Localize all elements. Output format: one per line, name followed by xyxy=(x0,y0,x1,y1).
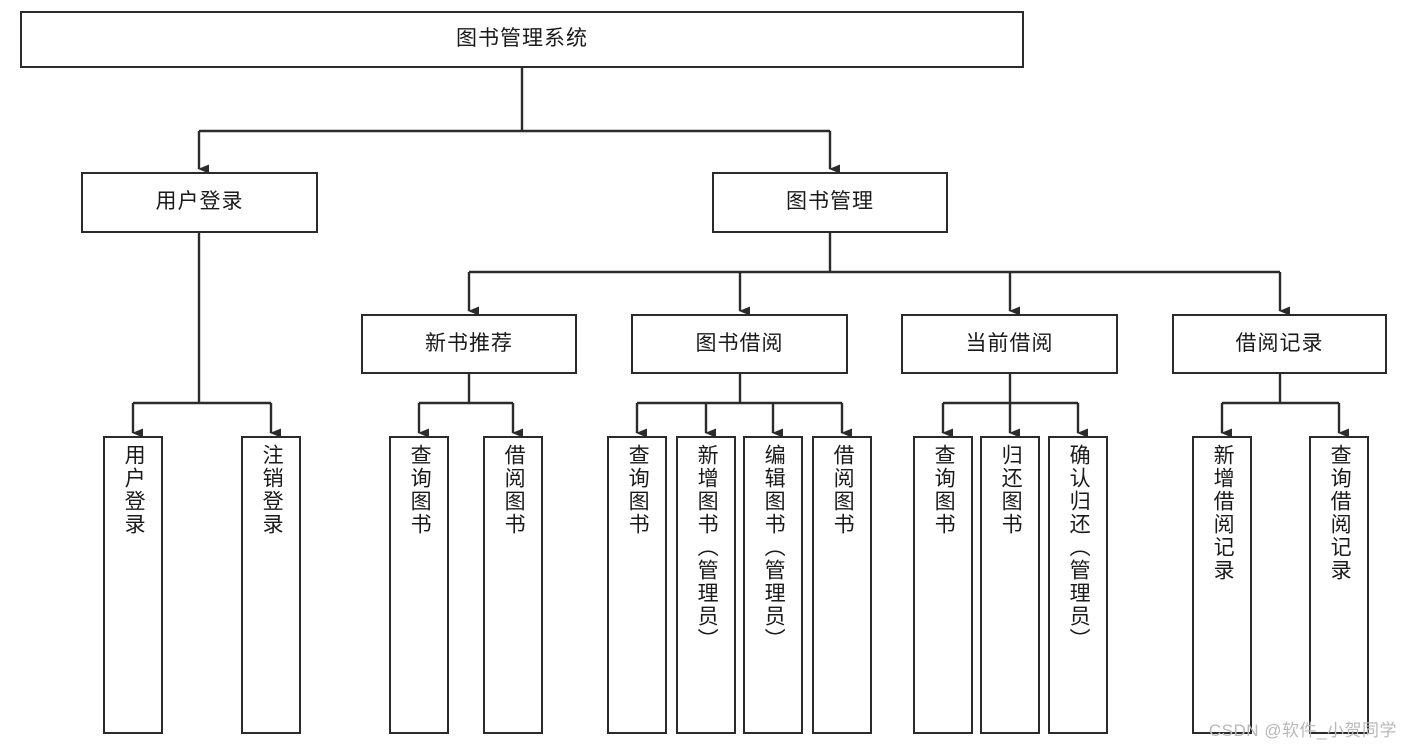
node-leaf-query-book-1[interactable]: 查询图书 xyxy=(389,436,449,734)
node-borrow-record-label: 借阅记录 xyxy=(1235,331,1324,355)
node-leaf-query-book-2-label: 查询图书 xyxy=(626,444,650,536)
node-book-borrow-label: 图书借阅 xyxy=(695,331,784,355)
node-leaf-logout-label: 注销登录 xyxy=(260,444,284,536)
node-leaf-user-login[interactable]: 用户登录 xyxy=(103,436,163,734)
node-root[interactable]: 图书管理系统 xyxy=(20,11,1024,68)
node-leaf-logout[interactable]: 注销登录 xyxy=(241,436,301,734)
node-leaf-edit-book[interactable]: 编辑图书（管理员） xyxy=(743,436,803,734)
node-leaf-borrow-book-1-label: 借阅图书 xyxy=(502,444,526,536)
node-root-label: 图书管理系统 xyxy=(456,27,588,51)
node-user-login[interactable]: 用户登录 xyxy=(81,172,318,233)
node-leaf-return-book[interactable]: 归还图书 xyxy=(980,436,1040,734)
node-leaf-borrow-book-2[interactable]: 借阅图书 xyxy=(812,436,872,734)
node-leaf-query-book-2[interactable]: 查询图书 xyxy=(607,436,667,734)
node-leaf-query-record-label: 查询借阅记录 xyxy=(1328,444,1352,582)
node-current-borrow-label: 当前借阅 xyxy=(965,331,1054,355)
node-book-borrow[interactable]: 图书借阅 xyxy=(631,314,848,374)
node-leaf-add-record-label: 新增借阅记录 xyxy=(1211,444,1235,582)
node-leaf-borrow-book-2-label: 借阅图书 xyxy=(831,444,855,536)
node-new-book-recommend[interactable]: 新书推荐 xyxy=(361,314,577,374)
node-new-book-recommend-label: 新书推荐 xyxy=(425,331,513,355)
node-leaf-confirm-return[interactable]: 确认归还（管理员） xyxy=(1048,436,1108,734)
node-leaf-confirm-return-label: 确认归还（管理员） xyxy=(1067,444,1091,651)
node-leaf-query-book-3-label: 查询图书 xyxy=(932,444,956,536)
node-leaf-query-record[interactable]: 查询借阅记录 xyxy=(1309,436,1369,734)
node-leaf-add-record[interactable]: 新增借阅记录 xyxy=(1192,436,1252,734)
node-user-login-label: 用户登录 xyxy=(155,190,244,214)
node-leaf-user-login-label: 用户登录 xyxy=(122,444,146,536)
node-borrow-record[interactable]: 借阅记录 xyxy=(1172,314,1387,374)
node-leaf-add-book-label: 新增图书（管理员） xyxy=(695,444,719,651)
node-leaf-edit-book-label: 编辑图书（管理员） xyxy=(762,444,786,651)
node-leaf-query-book-1-label: 查询图书 xyxy=(408,444,432,536)
node-leaf-borrow-book-1[interactable]: 借阅图书 xyxy=(483,436,543,734)
node-leaf-query-book-3[interactable]: 查询图书 xyxy=(913,436,973,734)
node-current-borrow[interactable]: 当前借阅 xyxy=(901,314,1118,374)
csdn-watermark: CSDN @软件_小贺同学 xyxy=(1208,721,1397,740)
node-book-manage[interactable]: 图书管理 xyxy=(712,172,948,233)
node-leaf-add-book[interactable]: 新增图书（管理员） xyxy=(676,436,736,734)
node-leaf-return-book-label: 归还图书 xyxy=(999,444,1023,536)
node-book-manage-label: 图书管理 xyxy=(786,190,874,214)
